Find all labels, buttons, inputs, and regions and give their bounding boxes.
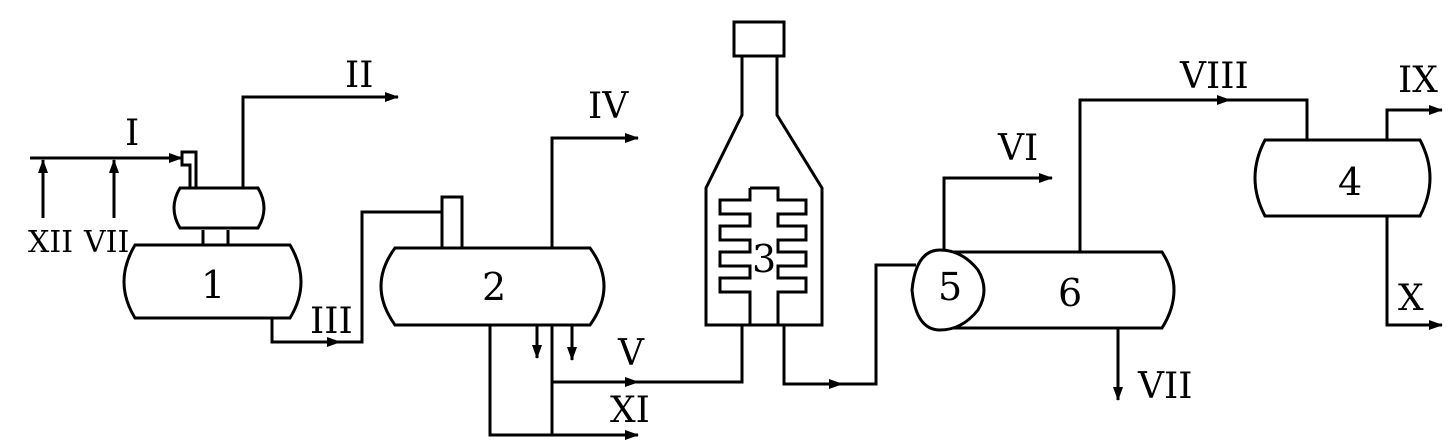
unit-6-vessel <box>948 250 1176 330</box>
stream-I-label: I <box>125 113 139 154</box>
stream-VII-feed-label: VII <box>83 225 129 260</box>
stream-VIII-label: VIII <box>1179 56 1249 97</box>
unit-3-furnace <box>704 20 824 327</box>
stream-VI-label: VI <box>997 128 1038 169</box>
unit-4-label: 4 <box>1338 160 1362 204</box>
unit-3-label: 3 <box>752 237 776 281</box>
stream-II-line <box>241 92 399 188</box>
unit-2-nozzle <box>440 195 464 250</box>
unit-2-vessel <box>379 195 606 327</box>
unit-2-label: 2 <box>482 265 506 309</box>
unit-1-label: 1 <box>201 263 225 307</box>
stream-VII-label: VII <box>1137 366 1192 407</box>
unit-1-vessel <box>122 150 303 320</box>
furnace-outlet-line <box>782 263 916 386</box>
unit-1-inlet-nozzle <box>180 150 198 190</box>
stream-IV-line <box>550 133 639 248</box>
stream-X-line <box>1385 216 1443 330</box>
stream-VI-line <box>942 173 1053 250</box>
stream-II-label: II <box>345 55 373 96</box>
stream-V-line <box>550 325 744 384</box>
stream-III-label: III <box>310 301 353 342</box>
stream-XII-label: XII <box>28 225 73 260</box>
unit-5-vessel <box>910 248 986 332</box>
unit-4-vessel <box>1253 138 1432 218</box>
stream-XI-label: XI <box>610 390 650 431</box>
stream-IV-label: IV <box>588 86 629 127</box>
stream-XI-loop <box>488 325 554 437</box>
stream-IX-label: IX <box>1398 60 1438 101</box>
unit-3-stack-cap <box>732 20 786 58</box>
unit-1-top-drum <box>172 186 266 230</box>
unit-5-label: 5 <box>938 265 962 309</box>
unit-6-label: 6 <box>1058 271 1082 315</box>
stream-V-label: V <box>617 333 645 374</box>
stream-III-line <box>270 210 446 344</box>
stream-IX-line <box>1385 105 1443 140</box>
stream-X-label: X <box>1398 278 1424 319</box>
